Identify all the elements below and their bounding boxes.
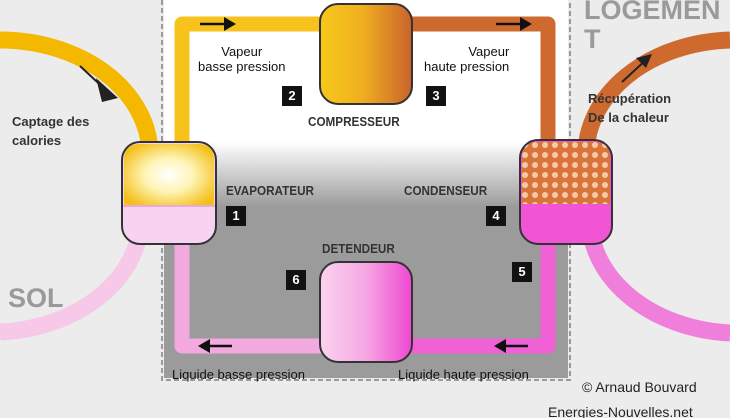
flow-arrow-icon [198,339,210,353]
step-badge-3: 3 [426,86,446,106]
flow-arrow-icon [224,17,236,31]
low-pressure-vapor-label: Vapeur basse pression [198,44,286,74]
flow-arrow-icon [520,17,532,31]
ground-zone-label: SOL [8,283,64,313]
evaporator-unit [121,141,217,245]
heat-capture-label: Captage des calories [12,114,90,148]
compressor-unit [319,3,413,105]
evaporator-label: EVAPORATEUR [226,183,314,198]
refrigerant-circuit [174,16,556,354]
condenser-unit [519,139,613,245]
high-pressure-liquid-label: Liquide haute pression [398,367,529,382]
house-loop-hot-arc [577,31,730,159]
condenser-label: CONDENSEUR [404,183,488,198]
site-credit: Energies-Nouvelles.net [548,404,693,418]
low-pressure-vapor-pipe [174,16,322,150]
author-credit: © Arnaud Bouvard [582,379,697,395]
low-pressure-liquid-label: Liquide basse pression [172,367,305,382]
low-pressure-liquid-pipe [174,240,322,354]
high-pressure-vapor-pipe [410,16,556,150]
evaporator-top [124,144,214,206]
condenser-top [522,142,610,204]
high-pressure-liquid-pipe [410,240,556,354]
ground-flow-arrow-shaft [79,65,111,95]
step-badge-1: 1 [226,206,246,226]
compressor-label: COMPRESSEUR [308,114,400,129]
high-pressure-vapor-label: Vapeur haute pression [424,44,510,74]
heat-recovery-label: Récupération De la chaleur [588,91,672,125]
zone-transition [164,142,568,207]
step-badge-2: 2 [282,86,302,106]
housing-zone-label: LOGEMEN T [584,0,721,54]
expansion-valve-unit [319,261,413,363]
step-badge-6: 6 [286,270,306,290]
ground-loop-warm-arc [0,31,159,157]
house-flow-arrow-icon [636,54,652,68]
step-badge-4: 4 [486,206,506,226]
expansion-valve-label: DETENDEUR [322,241,395,256]
flow-arrow-icon [494,339,506,353]
step-badge-5: 5 [512,262,532,282]
